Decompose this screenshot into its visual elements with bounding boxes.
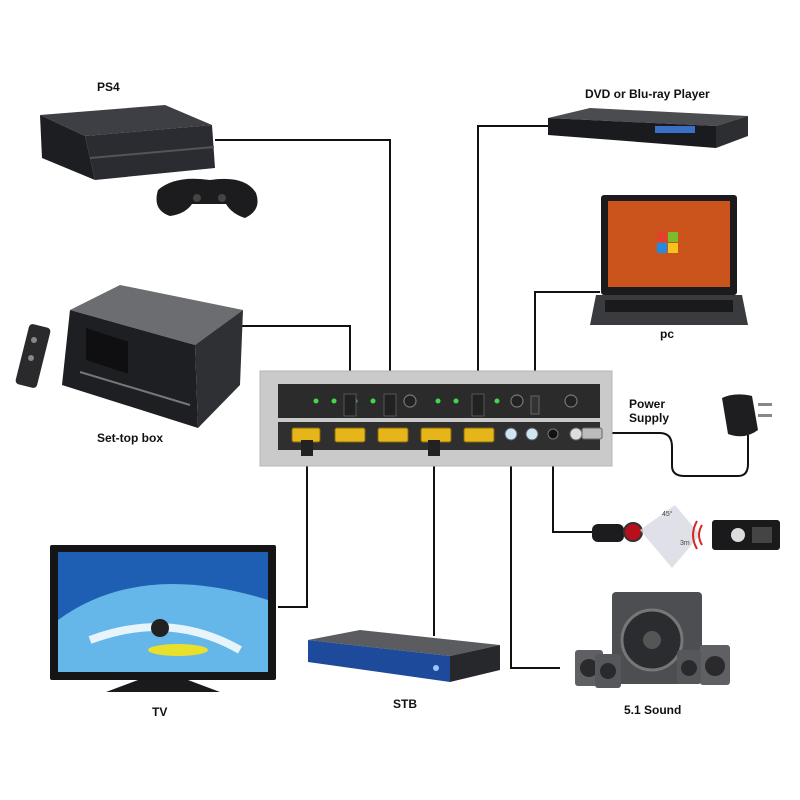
switch-button[interactable] [511, 395, 523, 407]
subwoofer-center [643, 631, 661, 649]
ir-receiver: 45° 3m [592, 505, 700, 568]
tv-stand [106, 680, 220, 692]
ir-remote [693, 520, 780, 550]
hdmi-plug-ps4 [384, 394, 396, 416]
wire-tv [278, 445, 307, 607]
tv-surfer [151, 619, 169, 637]
audio-in-jack [526, 428, 538, 440]
led [332, 399, 337, 404]
hdmi-port [464, 428, 494, 442]
sound-system [575, 592, 730, 688]
led [454, 399, 459, 404]
ir-angle-mark: 45° [662, 510, 673, 518]
label-stb: STB [393, 697, 417, 711]
label-tv: TV [152, 705, 167, 719]
label-sound: 5.1 Sound [624, 703, 681, 717]
tv-surfboard [148, 644, 208, 656]
remote-button [28, 355, 34, 361]
led [314, 399, 319, 404]
stb-box [308, 630, 500, 682]
speaker-cone [600, 663, 616, 679]
ir-distance-mark: 3m [680, 540, 690, 547]
hdmi-switch [260, 371, 612, 466]
wire-ps4 [215, 140, 390, 395]
dc-plug [582, 428, 602, 439]
label-pc: pc [660, 327, 674, 341]
led [495, 399, 500, 404]
tv-set [50, 545, 276, 692]
hdmi-plug-tv [301, 440, 313, 456]
label-power-supply: Power Supply [629, 397, 669, 425]
audio-plug-pc [531, 396, 539, 414]
pc-laptop [590, 195, 748, 325]
hdmi-port [335, 428, 365, 442]
dvd-player [548, 108, 748, 148]
hdmi-port-out [292, 428, 320, 442]
wire-dvd [478, 126, 548, 395]
hdmi-port [421, 428, 451, 442]
controller-body [157, 179, 258, 218]
ir-receiver-body [592, 524, 624, 542]
remote-button [31, 337, 37, 343]
hdmi-plug-dvd [472, 394, 484, 416]
controller-stick [193, 194, 201, 202]
dvd-display [655, 126, 695, 133]
adapter-prong [758, 414, 772, 417]
switch-button[interactable] [404, 395, 416, 407]
ps4-controller [157, 179, 258, 218]
hdmi-plug-settop [344, 394, 356, 416]
wire-power [600, 433, 748, 476]
audio-out-jack [505, 428, 517, 440]
speaker-cone [705, 656, 725, 676]
power-adapter [722, 394, 772, 436]
ir-jack [548, 429, 558, 439]
led [436, 399, 441, 404]
speaker-cone [681, 660, 697, 676]
remote-button [731, 528, 745, 542]
settop-remote [15, 323, 51, 388]
remote-button [752, 527, 772, 543]
ps4-console [40, 105, 215, 180]
label-settop-box: Set-top box [97, 431, 163, 445]
ir-eye [624, 523, 642, 541]
laptop-keyboard [605, 300, 733, 312]
label-dvd-player: DVD or Blu-ray Player [585, 87, 710, 101]
hdmi-plug-stb [428, 440, 440, 456]
label-ps4: PS4 [97, 80, 120, 94]
led [371, 399, 376, 404]
switch-button[interactable] [565, 395, 577, 407]
hdmi-port [378, 428, 408, 442]
settop-box [62, 285, 243, 428]
adapter-body [722, 394, 758, 436]
controller-stick [218, 194, 226, 202]
stb-button [433, 665, 439, 671]
adapter-prong [758, 403, 772, 406]
dc-in-jack [570, 428, 582, 440]
